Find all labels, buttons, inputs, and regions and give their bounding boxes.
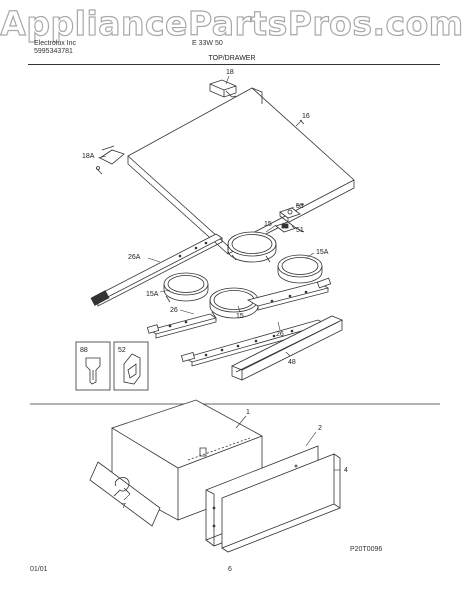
callout-53: 53: [296, 203, 304, 210]
section-title: TOP/DRAWER: [208, 55, 256, 62]
title-divider: [28, 64, 440, 65]
footer-page-number: 6: [228, 566, 232, 573]
part-15a-burner-bowl-right: [277, 254, 323, 284]
callout-88: 88: [80, 347, 88, 354]
leader-lines: [97, 75, 340, 501]
callout-18a: 18A: [82, 153, 95, 160]
inset-box-52: [113, 341, 149, 391]
callout-26-left: 26: [170, 307, 178, 314]
part-18-clip: [209, 79, 237, 98]
watermark: AppliancePartsPros.com: [0, 3, 464, 43]
part-26a-bracket: [90, 233, 223, 307]
callout-18: 18: [226, 69, 234, 76]
part-15-burner-bowl-top: [227, 231, 277, 263]
part-18a-clip: [95, 145, 125, 175]
part-number: 5995343781: [34, 48, 73, 55]
part-15-burner-bowl-bottom: [209, 287, 259, 319]
brand-text: Electrolux Inc: [34, 40, 77, 47]
callout-labels: 18 16 18A 53 15 51 15A 26A 15A 26 15 26 …: [80, 69, 348, 510]
callout-4: 4: [344, 467, 348, 474]
footer-date: 01/01: [30, 566, 48, 573]
model-number: E 33W 50: [192, 40, 223, 47]
diagram-code: P20T0096: [350, 546, 383, 553]
part-7-drawer-glide: [89, 461, 161, 527]
part-48-trim-strip: [231, 315, 343, 381]
part-26-bracket-upper: [246, 277, 332, 311]
callout-26-right: 26: [276, 331, 284, 338]
part-16-top-panel: [127, 87, 355, 255]
callout-48: 48: [288, 359, 296, 366]
callout-52: 52: [118, 347, 126, 354]
callout-1: 1: [246, 409, 250, 416]
part-51-clip: [275, 221, 305, 233]
callout-15-top: 15: [264, 221, 272, 228]
callout-2: 2: [318, 425, 322, 432]
callout-15a-left: 15A: [146, 291, 159, 298]
callout-15a-right: 15A: [316, 249, 329, 256]
part-26-bracket-left: [146, 313, 217, 339]
part-4-drawer-front-outer: [221, 453, 341, 553]
callout-16: 16: [302, 113, 310, 120]
callout-26a: 26A: [128, 254, 141, 261]
inset-box-88: [75, 341, 111, 391]
part-15a-burner-bowl-left: [163, 272, 209, 303]
callout-15-bottom: 15: [236, 313, 244, 320]
callout-51: 51: [296, 227, 304, 234]
callout-7: 7: [122, 503, 126, 510]
